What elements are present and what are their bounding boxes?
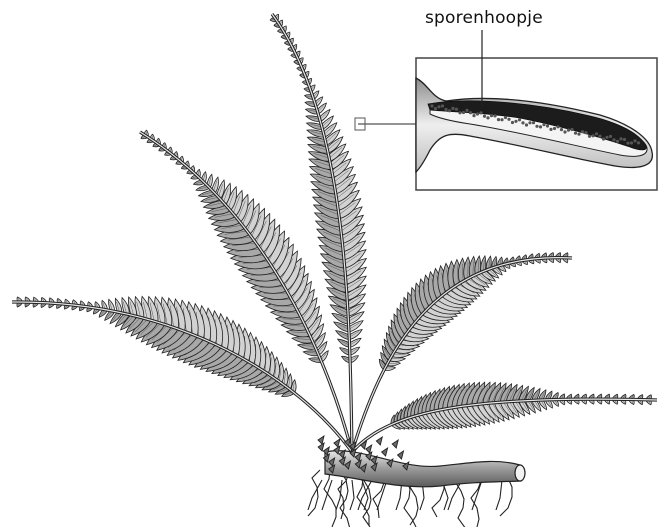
spore [560,128,563,131]
scale [334,439,340,447]
spore [637,141,640,144]
spore [493,114,496,117]
spore [430,104,433,107]
spore [462,111,465,114]
spore [556,125,559,128]
scale [392,440,398,448]
spore [539,125,542,128]
spore [497,118,500,121]
rootlet [322,480,332,510]
spore [598,135,601,138]
spore [577,133,580,136]
spore [605,136,608,139]
spore [546,124,549,127]
spore [609,135,612,138]
spore [500,118,503,121]
rootlet [377,480,387,510]
spore [633,139,636,142]
rhizome [325,451,525,487]
spore [616,140,619,143]
spore [490,114,493,117]
spore [584,131,587,134]
spore [511,121,514,124]
spore [525,123,528,126]
spore [542,123,545,126]
spore [623,138,626,141]
spore [626,142,629,145]
spore [549,128,552,131]
rootlet [350,480,354,510]
rootlet [496,480,502,510]
spore [518,118,521,121]
spore [528,121,531,124]
spore [563,130,566,133]
magnified-inset [416,58,657,190]
spore [451,107,454,110]
spore [444,108,447,111]
spore [434,107,437,110]
spore [483,115,486,118]
spore [591,134,594,137]
spore [465,109,468,112]
spore [630,141,633,144]
spore [476,112,479,115]
pinna [350,338,362,347]
spore [570,128,573,131]
spore [581,130,584,133]
scale [318,443,324,451]
spore [521,121,524,124]
spore [612,138,615,141]
root [308,470,320,516]
spore [619,137,622,140]
scale [318,436,324,444]
scale [398,451,404,459]
spore [507,118,510,121]
spore [472,114,475,117]
spore [458,111,461,114]
spore [574,132,577,135]
spore [553,127,556,130]
spore [535,125,538,128]
scale [366,445,372,453]
spore-cluster-label: sporenhoopje [425,8,543,28]
scale [382,448,388,456]
spore [448,109,451,112]
spore [437,105,440,108]
spore [602,137,605,140]
spore [588,135,591,138]
spore [441,104,444,107]
spore [514,120,517,123]
spore [469,111,472,114]
spore [567,129,570,132]
scale [376,437,382,445]
spore [479,111,482,114]
spore [486,116,489,119]
spore [455,108,458,111]
spore [595,132,598,135]
spore [532,121,535,124]
spore [504,116,507,119]
